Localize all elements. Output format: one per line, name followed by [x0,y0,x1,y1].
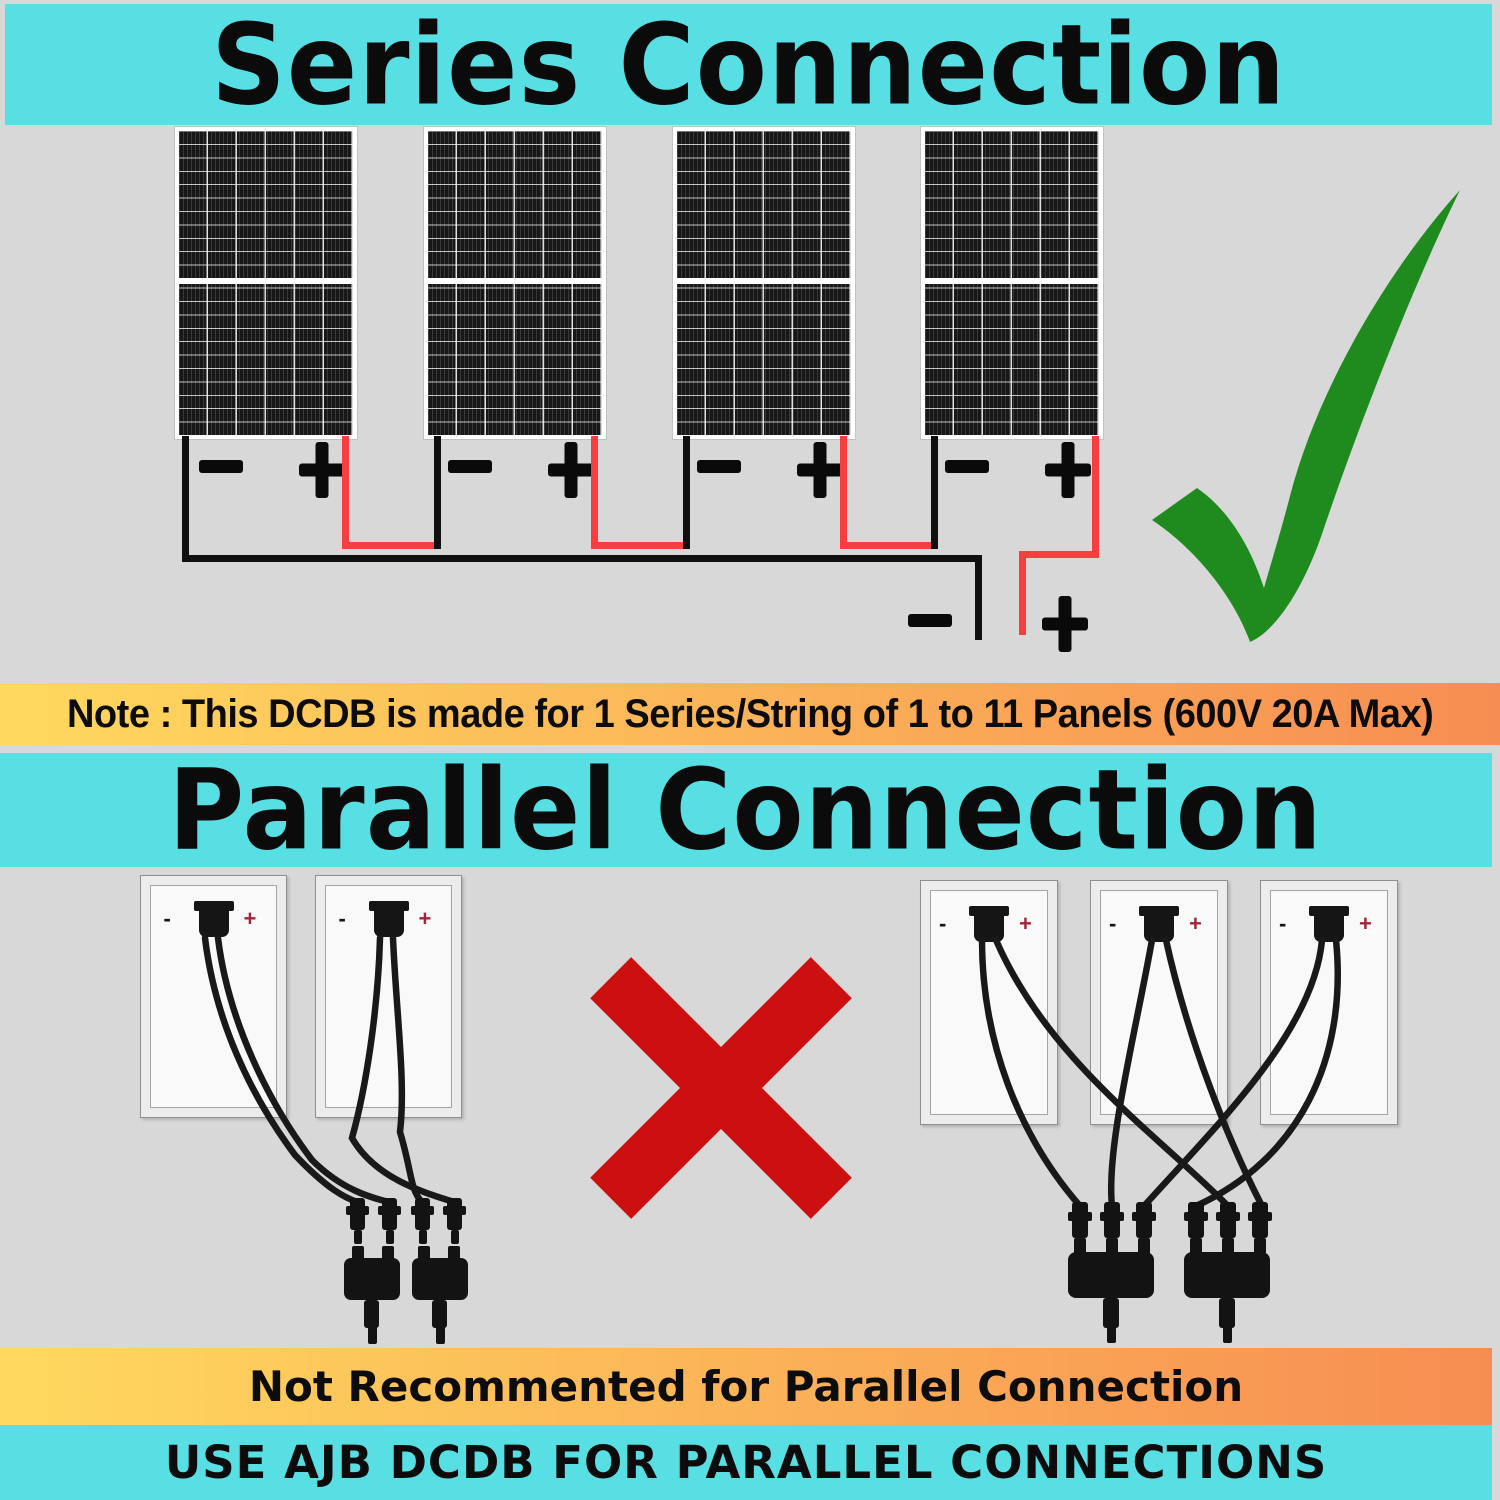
solar-panel-rear-1: - + [140,875,287,1118]
wire-black-panel4-negative [931,436,938,549]
plus-terminal-icon [548,442,594,498]
solar-panel-front-3 [673,127,855,439]
panel-cells-upper [925,131,1099,278]
junction-positive-label: + [1359,911,1372,936]
junction-negative-label: - [1279,911,1287,936]
minus-terminal-icon [199,460,243,473]
junction-negative-label: - [1109,911,1117,936]
panel-cells-lower [179,284,353,435]
wire-black-panel2-negative [434,436,441,549]
solar-panel-front-4 [921,127,1103,439]
plus-terminal-icon [797,442,843,498]
wire-black-panel3-negative [683,436,690,549]
string-output-plus-icon [1042,596,1088,652]
plus-terminal-icon [1045,442,1091,498]
wire-red-output-drop [1019,551,1026,635]
approved-checkmark-icon [1150,190,1460,650]
wire-red-panel1-positive [342,436,349,549]
solar-panel-front-1 [175,127,357,439]
series-title: Series Connection [210,0,1287,130]
plus-terminal-icon [299,442,345,498]
note-text: Note : This DCDB is made for 1 Series/St… [66,691,1434,736]
solar-panel-front-2 [424,127,606,439]
wire-red-panel2-positive [591,436,598,549]
wire-red-link-2-3 [591,542,690,549]
junction-box [1139,906,1179,916]
minus-terminal-icon [945,460,989,473]
wire-black-panel1-negative [182,436,189,562]
warning-text: Not Recommented for Parallel Connection [248,1362,1244,1411]
instruction-text: USE AJB DCDB FOR PARALLEL CONNECTIONS [164,1436,1328,1489]
wire-red-output-run [1019,551,1099,558]
junction-box [193,901,234,911]
junction-negative-label: - [163,906,171,931]
wire-black-output-drop [975,555,982,640]
panel-cells-upper [677,131,851,278]
panel-cells-lower [925,284,1099,435]
wire-red-panel4-positive [1092,436,1099,558]
right-group-cables [978,936,1341,1343]
panel-cells-lower [428,284,602,435]
note-banner: Note : This DCDB is made for 1 Series/St… [0,683,1500,745]
junction-positive-label: + [243,906,257,931]
junction-positive-label: + [1019,911,1032,936]
minus-terminal-icon [697,460,741,473]
junction-box [969,906,1009,916]
junction-positive-label: + [1189,911,1202,936]
parallel-header-banner: Parallel Connection [0,753,1492,867]
wire-red-link-1-2 [342,542,441,549]
solar-panel-rear-2: - + [315,875,462,1118]
panel-cells-upper [179,131,353,278]
junction-negative-label: - [338,906,346,931]
junction-box [1309,906,1349,916]
warning-banner: Not Recommented for Parallel Connection [0,1348,1492,1425]
left-group-cables [201,934,468,1344]
parallel-right-group: - + - + - + [890,860,1440,1345]
parallel-left-group: - + - + [100,860,520,1348]
string-output-minus-icon [908,614,952,627]
wire-red-link-3-4 [840,542,938,549]
junction-negative-label: - [939,911,947,936]
minus-terminal-icon [448,460,492,473]
junction-box [368,901,409,911]
wire-red-panel3-positive [840,436,847,549]
rejected-cross-icon [541,908,901,1268]
panel-cells-lower [677,284,851,435]
panel-cells-upper [428,131,602,278]
parallel-title: Parallel Connection [168,745,1324,875]
series-header-banner: Series Connection [5,4,1492,125]
junction-positive-label: + [418,906,432,931]
solar-panel-rear-5: - + [1260,880,1398,1125]
solar-panel-rear-4: - + [1090,880,1228,1125]
instruction-banner: USE AJB DCDB FOR PARALLEL CONNECTIONS [0,1425,1492,1500]
wire-black-output-run [182,555,982,562]
